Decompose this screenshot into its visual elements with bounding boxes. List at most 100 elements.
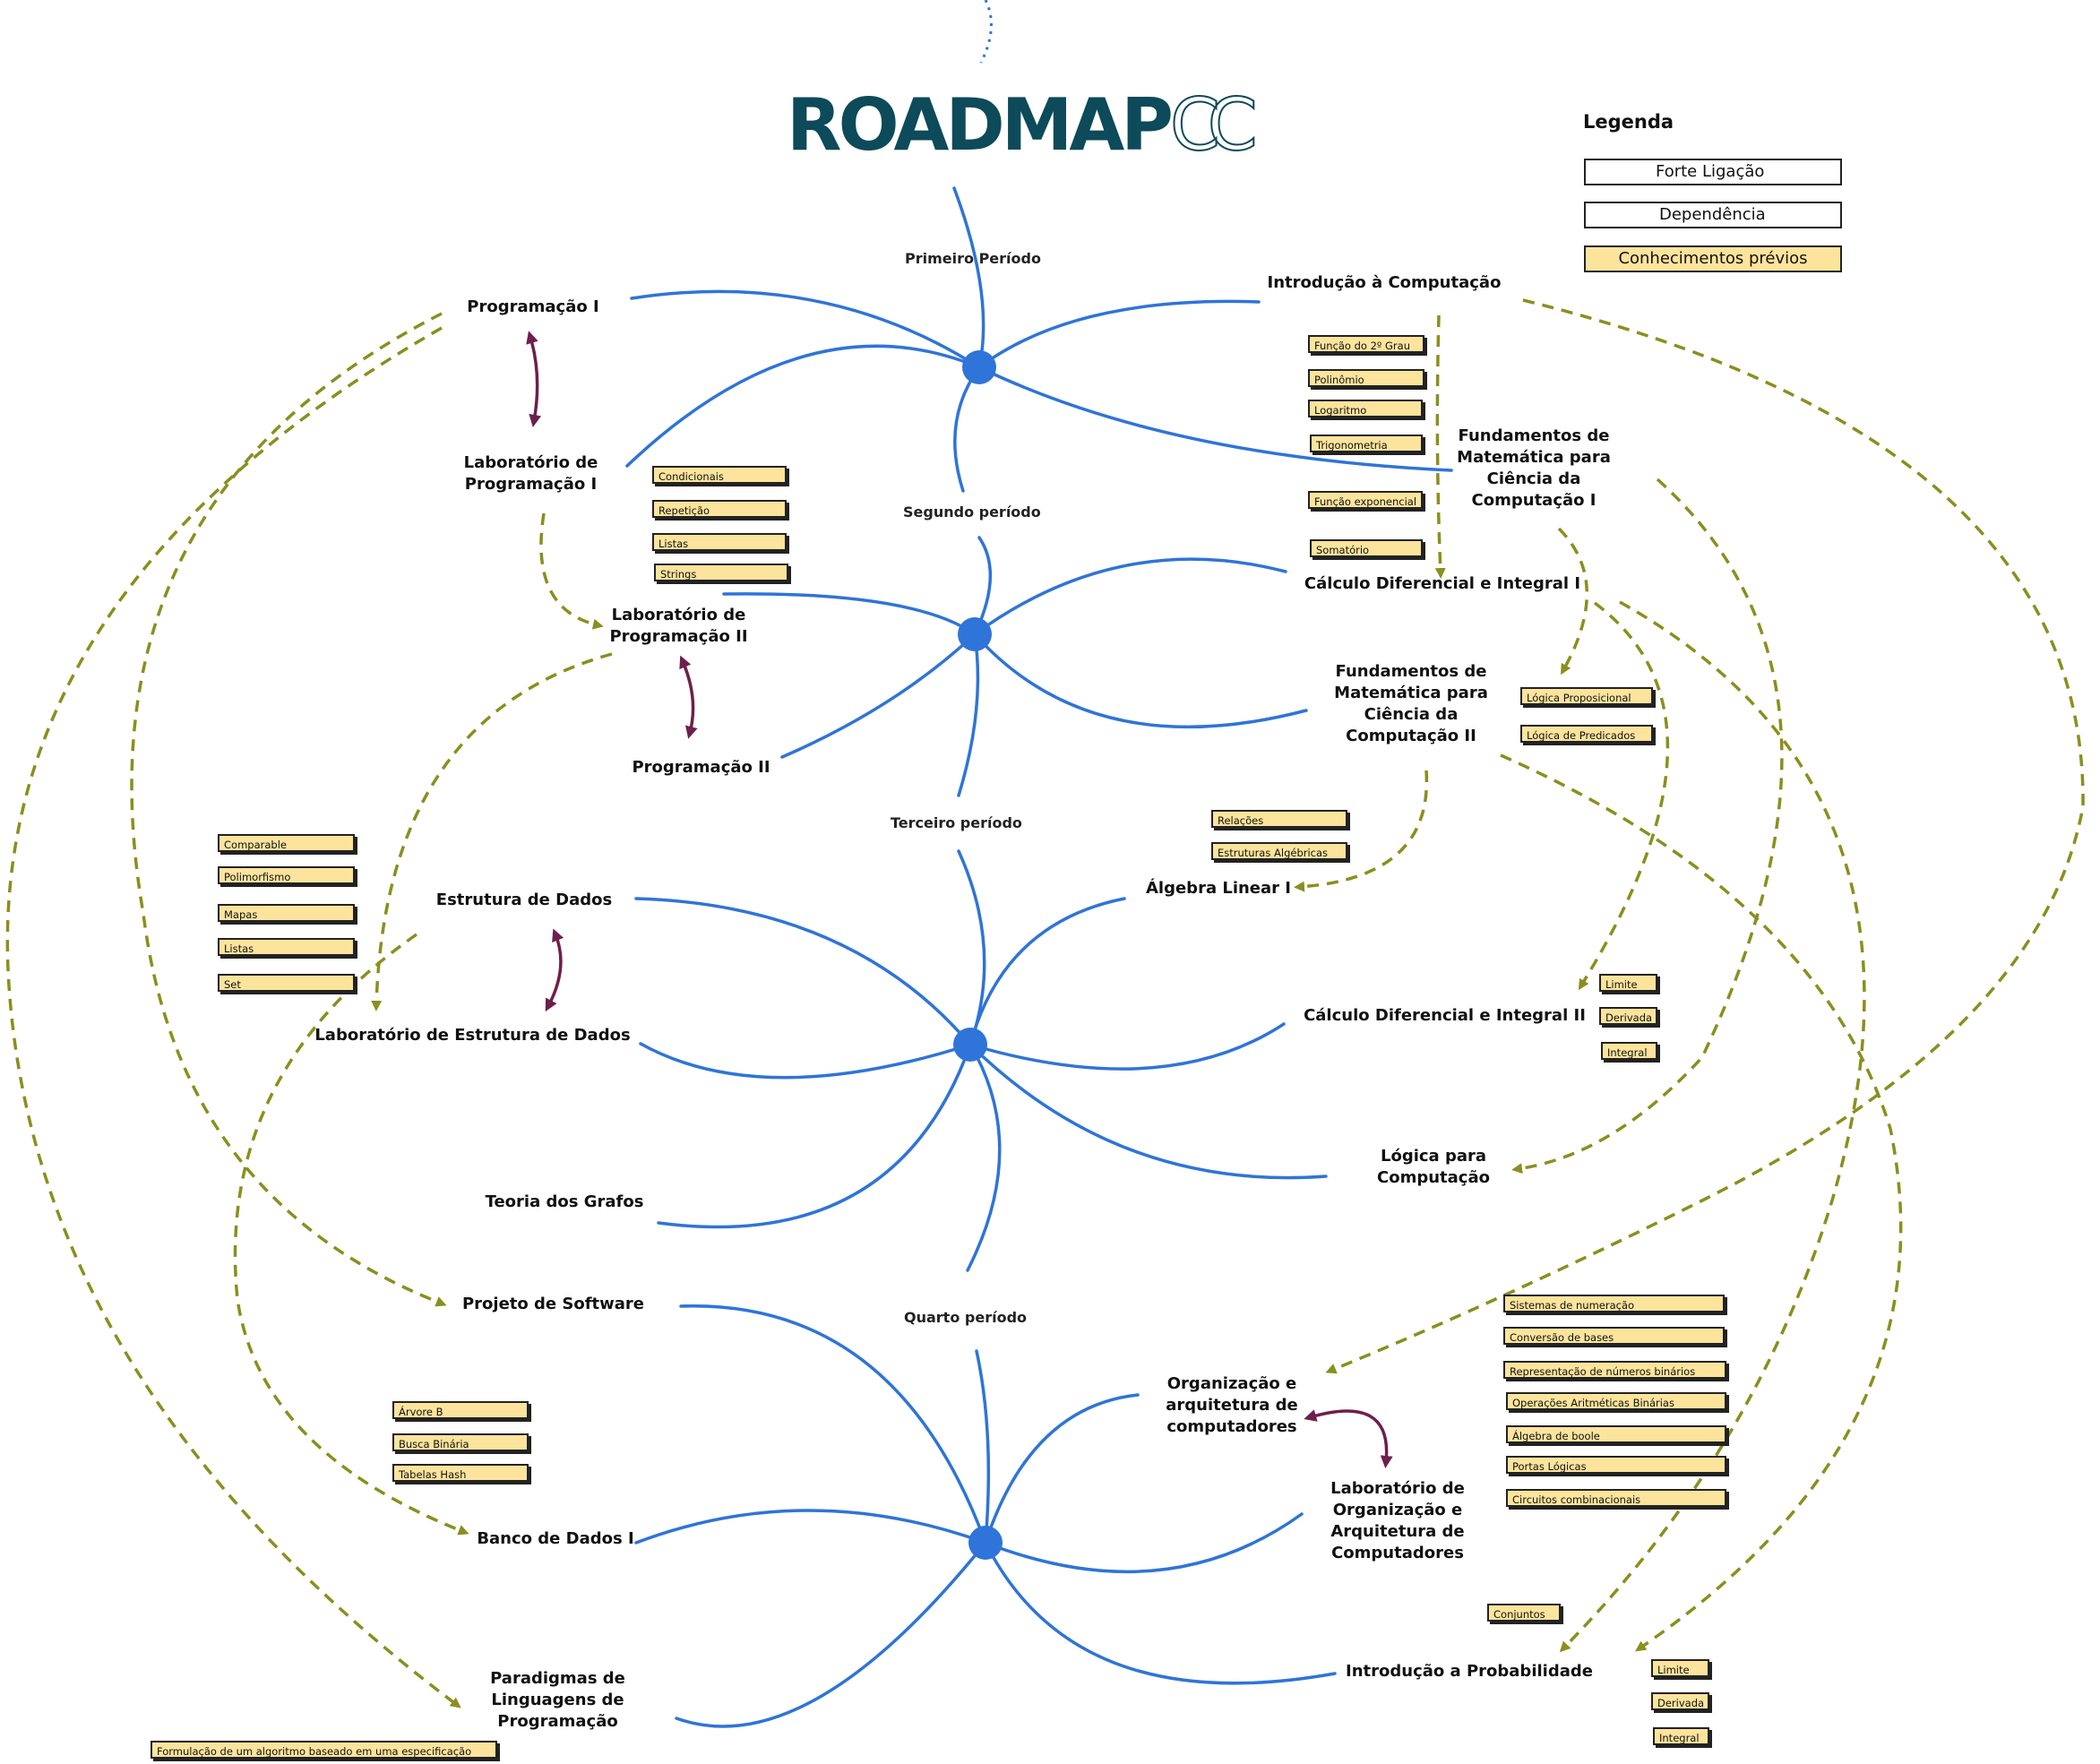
course-plp: Paradigmas de Linguagens de Programação [490, 1669, 625, 1731]
spoke-p4-loac [984, 1512, 1304, 1574]
note-strings: Strings [654, 564, 788, 581]
strong-link-prog1-labprog1 [526, 331, 542, 427]
course-algebra: Álgebra Linear I [1145, 879, 1292, 898]
spoke-p4-projeto [679, 1304, 987, 1545]
spoke-p2-calc1 [973, 557, 1287, 636]
note-logica-predicados: Lógica de Predicados [1520, 725, 1653, 743]
spoke-p3-grafos [657, 1043, 972, 1229]
dep-intro-oac [1325, 298, 2085, 1374]
legend-dependency-label: Dependência [1659, 205, 1766, 224]
dep-calc1-calc2 [1578, 601, 1670, 991]
dep-prog1-plp [5, 326, 461, 1708]
course-logica: Lógica para Computação [1377, 1147, 1490, 1187]
period-label-1: Primeiro Período [905, 250, 1041, 267]
spoke-p3-leda [639, 1042, 972, 1080]
strong-link-oac-loac [1304, 1409, 1393, 1468]
course-calc1: Cálculo Diferencial e Integral I [1304, 574, 1581, 593]
spoke-p1-labprog1 [625, 344, 981, 468]
course-fmcc2: Fundamentos de Matemática para Ciência d… [1334, 662, 1488, 745]
spoke-p3-calc2 [968, 1022, 1286, 1071]
spoke-p3-algebra [968, 897, 1126, 1046]
spoke-p1-fmcc1 [977, 366, 1453, 472]
note-tabelas-hash: Tabelas Hash [392, 1464, 529, 1482]
spoke-p2-bottom [957, 632, 980, 797]
note-somatorio: Somatório [1310, 539, 1423, 557]
dep-labprog2-leda [371, 652, 613, 1011]
course-eda: Estrutura de Dados [435, 891, 613, 909]
note-operacoes-binarias: Operações Aritméticas Binárias [1506, 1392, 1726, 1410]
course-leda: Laboratório de Estrutura de Dados [314, 1026, 631, 1045]
note-conversao-bases: Conversão de bases [1503, 1327, 1725, 1345]
note-conjuntos: Conjuntos [1487, 1604, 1561, 1622]
legend-prior-label: Conhecimentos prévios [1618, 249, 1808, 268]
spoke-p4-oac [984, 1393, 1140, 1545]
course-calc2: Cálculo Diferencial e Integral II [1304, 1006, 1586, 1025]
spoke-p3-logica [968, 1043, 1328, 1180]
dep-fmcc1-logica [1511, 478, 1784, 1175]
spoke-p2-prog2 [780, 632, 977, 759]
note-arvore-b: Árvore B [392, 1401, 529, 1419]
note-funcao-2-grau: Função do 2º Grau [1308, 335, 1424, 353]
note-funcao-exponencial: Função exponencial [1308, 491, 1423, 509]
dep-fmcc2-algebra [1294, 770, 1429, 892]
course-labprog1: Laboratório de Programação I [463, 453, 598, 494]
course-bd1: Banco de Dados I [477, 1529, 634, 1548]
note-integral-prob: Integral [1653, 1727, 1709, 1745]
dep-intro-calc1 [1434, 314, 1446, 579]
note-algebra-boole: Álgebra de boole [1506, 1425, 1726, 1443]
note-derivada-calc2: Derivada [1599, 1007, 1657, 1025]
note-portas-logicas: Portas Lógicas [1506, 1456, 1726, 1474]
spoke-p2-fmcc2 [973, 632, 1308, 729]
legend-dependency: Dependência [1584, 202, 1842, 228]
spoke-p4-bd1 [634, 1509, 987, 1545]
period-label-4: Quarto período [904, 1309, 1028, 1326]
hub-period-3 [953, 1028, 987, 1062]
spoke-p1-bottom [953, 366, 981, 493]
note-limite-calc2: Limite [1599, 974, 1657, 992]
spoke-p1-intro [977, 299, 1261, 369]
course-intro-comp: Introdução à Computação [1267, 273, 1502, 292]
spoke-p4-prob [984, 1541, 1337, 1685]
note-comparable: Comparable [218, 834, 355, 852]
roadmap-logo: ROADMAPCC [787, 83, 1259, 167]
note-logica-proposicional: Lógica Proposicional [1520, 687, 1653, 705]
spoke-p3-bottom [966, 1043, 1002, 1272]
note-repeticao: Repetição [652, 500, 787, 518]
note-polinomio: Polinômio [1308, 369, 1424, 387]
spoke-p4-top [975, 1349, 991, 1545]
note-estruturas-algebricas: Estruturas Algébricas [1211, 842, 1347, 860]
note-representacao-binarios: Representação de números binários [1503, 1361, 1726, 1379]
dep-leda-bd1 [233, 933, 469, 1536]
dep-prog1-projeto [130, 312, 447, 1307]
spoke-p1-prog1 [630, 289, 981, 369]
period-label-3: Terceiro período [891, 814, 1022, 831]
note-set: Set [218, 974, 355, 992]
spoke-p1-top [952, 186, 985, 369]
note-integral-calc2: Integral [1601, 1042, 1657, 1060]
course-loac: Laboratório de Organização e Arquitetura… [1330, 1479, 1465, 1562]
note-trigonometria: Trigonometria [1310, 435, 1423, 452]
note-derivada-prob: Derivada [1651, 1692, 1709, 1710]
note-listas-oop: Listas [218, 938, 355, 956]
course-prog1: Programação I [467, 297, 599, 316]
course-fmcc1: Fundamentos de Matemática para Ciência d… [1457, 426, 1611, 510]
strong-link-eda-leda [545, 928, 564, 1012]
strong-link-labprog2-prog2 [679, 655, 698, 739]
course-prog2: Programação II [632, 758, 770, 777]
spoke-p2-labprog2 [722, 592, 977, 636]
note-condicionais: Condicionais [652, 466, 787, 484]
legend-strong-label: Forte Ligação [1656, 162, 1765, 181]
note-logaritmo: Logaritmo [1308, 400, 1423, 417]
spoke-p4-plp [675, 1541, 987, 1728]
note-mapas: Mapas [218, 904, 355, 922]
course-labprog2: Laboratório de Programação II [609, 606, 748, 646]
note-listas: Listas [652, 533, 787, 551]
period-label-2: Segundo período [903, 503, 1041, 521]
dep-labprog1-labprog2 [539, 512, 604, 630]
note-limite-prob: Limite [1651, 1659, 1709, 1677]
note-sistemas-numeracao: Sistemas de numeração [1503, 1295, 1725, 1312]
dep-fmcc2-prob [1500, 753, 1903, 1652]
top-dotted-connector [979, 0, 993, 64]
dep-fmcc1-fmcc2 [1557, 527, 1588, 675]
course-oac: Organização e arquitetura de computadore… [1166, 1374, 1298, 1436]
